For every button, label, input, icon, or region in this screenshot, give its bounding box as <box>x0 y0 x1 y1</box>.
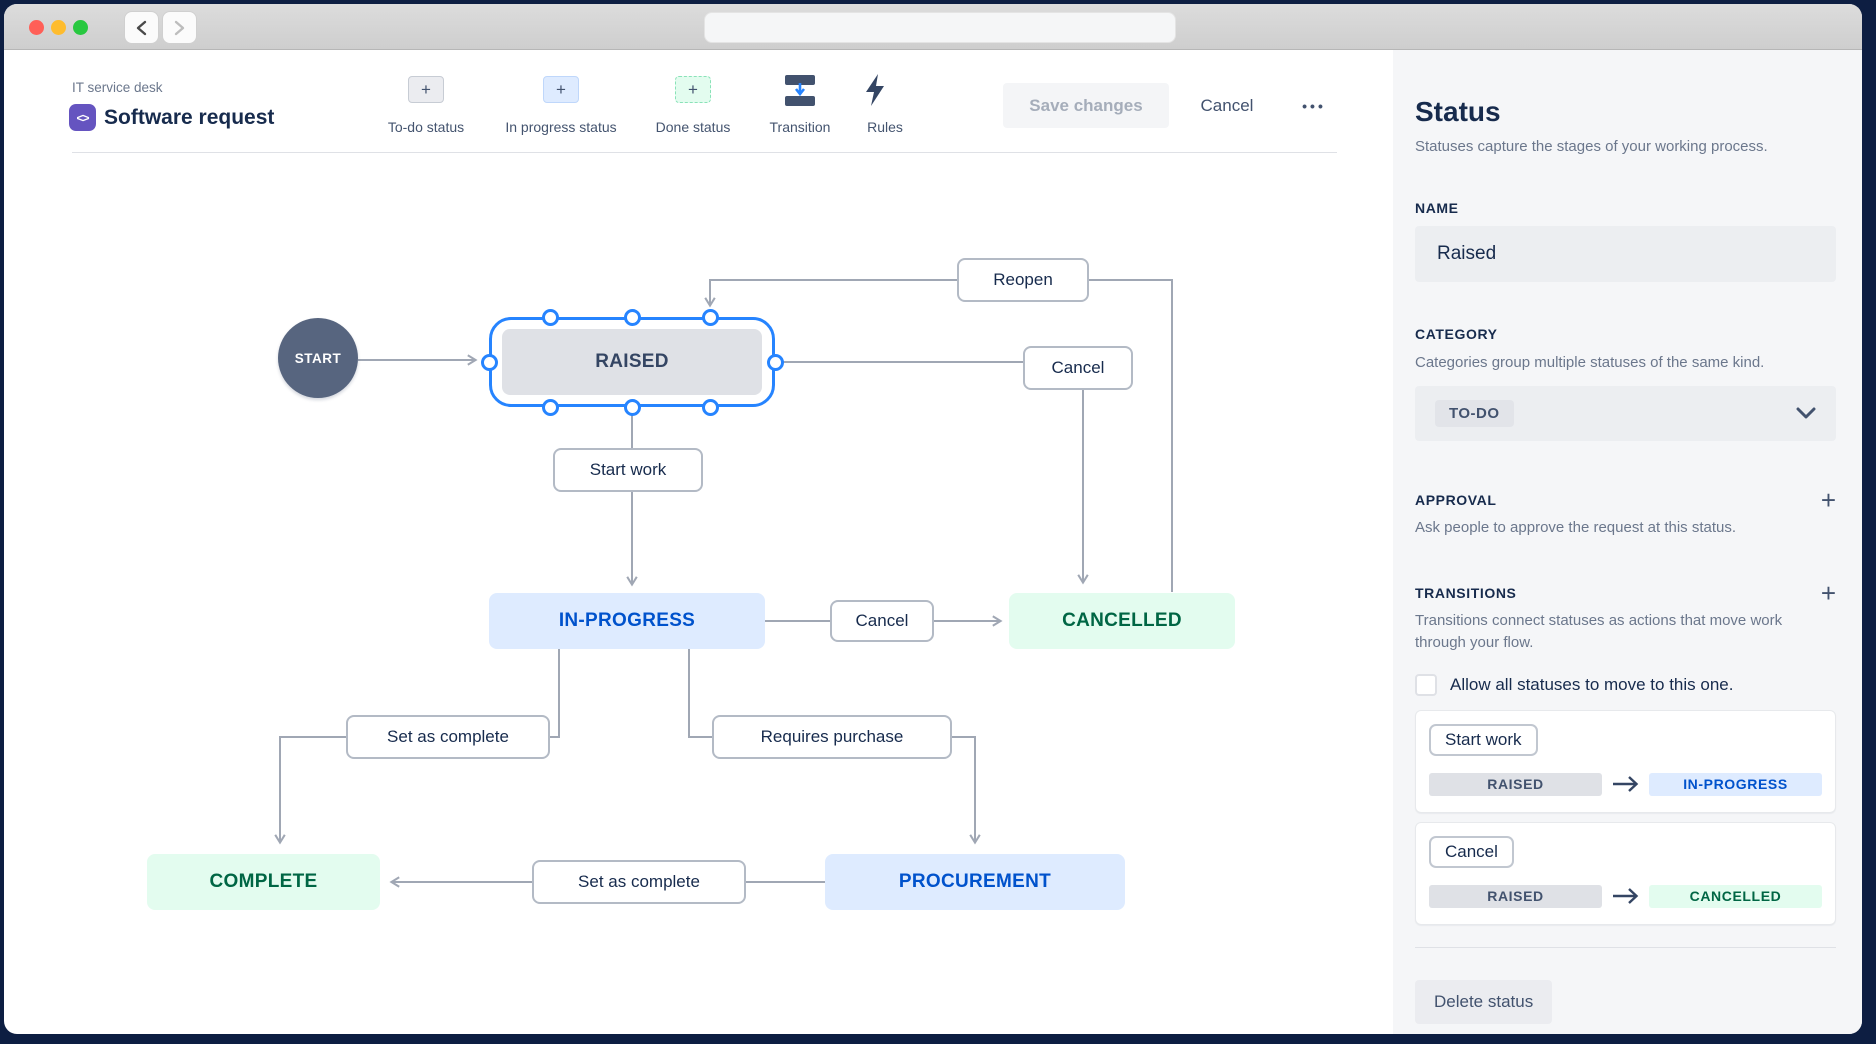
header-divider <box>72 152 1337 153</box>
category-dropdown[interactable]: TO-DO <box>1415 385 1836 441</box>
resize-handle[interactable] <box>541 398 559 416</box>
status-node-complete[interactable]: COMPLETE <box>147 854 380 910</box>
tool-label-transition: Transition <box>769 119 831 135</box>
transition-label-cancel-raised[interactable]: Cancel <box>1023 346 1133 390</box>
url-bar[interactable] <box>704 12 1176 43</box>
category-value-badge: TO-DO <box>1435 399 1514 427</box>
rules-button[interactable] <box>862 72 888 108</box>
resize-handle[interactable] <box>480 353 498 371</box>
panel-title: Status <box>1415 96 1501 127</box>
lightning-icon <box>866 74 884 106</box>
app-window: IT service desk <> Software request + To… <box>4 4 1862 1034</box>
transition-label-set-as-complete-lower[interactable]: Set as complete <box>532 860 746 904</box>
minimize-window-icon[interactable] <box>51 20 66 35</box>
breadcrumb: IT service desk <box>72 80 163 95</box>
arrow-right-icon <box>1612 776 1638 793</box>
transition-card-cancel[interactable]: Cancel RAISED CANCELLED <box>1415 821 1836 925</box>
category-description: Categories group multiple statuses of th… <box>1415 353 1765 371</box>
page-title: Software request <box>104 106 275 129</box>
delete-status-button[interactable]: Delete status <box>1415 979 1553 1024</box>
approval-description: Ask people to approve the request at thi… <box>1415 518 1737 536</box>
transition-label-reopen[interactable]: Reopen <box>957 258 1089 302</box>
transitions-section-label: TRANSITIONS <box>1415 585 1517 602</box>
tool-label-todo-status: To-do status <box>387 119 465 135</box>
transition-label-cancel-inprogress[interactable]: Cancel <box>830 600 934 642</box>
transition-label-set-as-complete-upper[interactable]: Set as complete <box>346 715 550 759</box>
more-options-button[interactable]: ••• <box>1286 83 1342 128</box>
status-node-raised[interactable]: RAISED <box>502 329 762 395</box>
forward-button[interactable] <box>162 11 197 44</box>
resize-handle[interactable] <box>623 308 641 326</box>
close-window-icon[interactable] <box>29 20 44 35</box>
project-avatar-code-icon: <> <box>69 104 96 131</box>
zoom-window-icon[interactable] <box>73 20 88 35</box>
status-node-procurement[interactable]: PROCUREMENT <box>825 854 1125 910</box>
selection-outline <box>489 317 775 407</box>
forward-arrow-icon <box>174 20 185 35</box>
transition-action-chip[interactable]: Start work <box>1429 723 1538 756</box>
resize-handle[interactable] <box>701 398 719 416</box>
name-section-label: NAME <box>1415 199 1459 216</box>
approval-section-label: APPROVAL <box>1415 491 1497 508</box>
to-status-badge: CANCELLED <box>1649 884 1822 908</box>
resize-handle[interactable] <box>623 398 641 416</box>
sidebar-divider <box>1415 946 1836 948</box>
allow-all-statuses-label: Allow all statuses to move to this one. <box>1450 674 1734 694</box>
add-done-status-button[interactable]: + <box>675 76 711 103</box>
transition-label-start-work[interactable]: Start work <box>553 448 703 492</box>
to-status-badge: IN-PROGRESS <box>1649 772 1822 796</box>
allow-all-statuses-checkbox[interactable] <box>1415 673 1437 696</box>
add-inprogress-status-button[interactable]: + <box>543 76 579 103</box>
status-detail-panel: Status Statuses capture the stages of yo… <box>1393 50 1862 1034</box>
transition-action-chip[interactable]: Cancel <box>1429 835 1514 868</box>
from-status-badge: RAISED <box>1429 772 1602 796</box>
arrow-right-icon <box>1612 888 1638 905</box>
add-approval-button[interactable]: + <box>1820 484 1836 515</box>
cancel-button[interactable]: Cancel <box>1184 83 1270 128</box>
transitions-description: Transitions connect statuses as actions … <box>1415 612 1783 651</box>
resize-handle[interactable] <box>701 308 719 326</box>
tool-label-done-status: Done status <box>655 119 731 135</box>
status-node-cancelled[interactable]: CANCELLED <box>1009 593 1235 649</box>
transition-icon <box>785 75 815 106</box>
status-node-in-progress[interactable]: IN-PROGRESS <box>489 593 765 649</box>
back-arrow-icon <box>136 20 147 35</box>
status-name-input[interactable] <box>1415 225 1836 282</box>
back-button[interactable] <box>124 11 159 44</box>
resize-handle[interactable] <box>766 353 784 371</box>
tool-label-rules: Rules <box>867 119 903 135</box>
tool-label-inprogress-status: In progress status <box>505 119 617 135</box>
resize-handle[interactable] <box>541 308 559 326</box>
transition-card-start-work[interactable]: Start work RAISED IN-PROGRESS <box>1415 709 1836 813</box>
transition-label-requires-purchase[interactable]: Requires purchase <box>712 715 952 759</box>
titlebar <box>4 4 1862 50</box>
add-transition-button[interactable] <box>783 72 817 108</box>
category-section-label: CATEGORY <box>1415 325 1498 342</box>
start-node[interactable]: START <box>278 318 358 398</box>
panel-subtitle: Statuses capture the stages of your work… <box>1415 138 1768 155</box>
from-status-badge: RAISED <box>1429 884 1602 908</box>
add-todo-status-button[interactable]: + <box>408 76 444 103</box>
add-transition-sidebar-button[interactable]: + <box>1820 578 1836 609</box>
chevron-down-icon <box>1796 407 1816 418</box>
save-changes-button[interactable]: Save changes <box>1003 83 1169 128</box>
